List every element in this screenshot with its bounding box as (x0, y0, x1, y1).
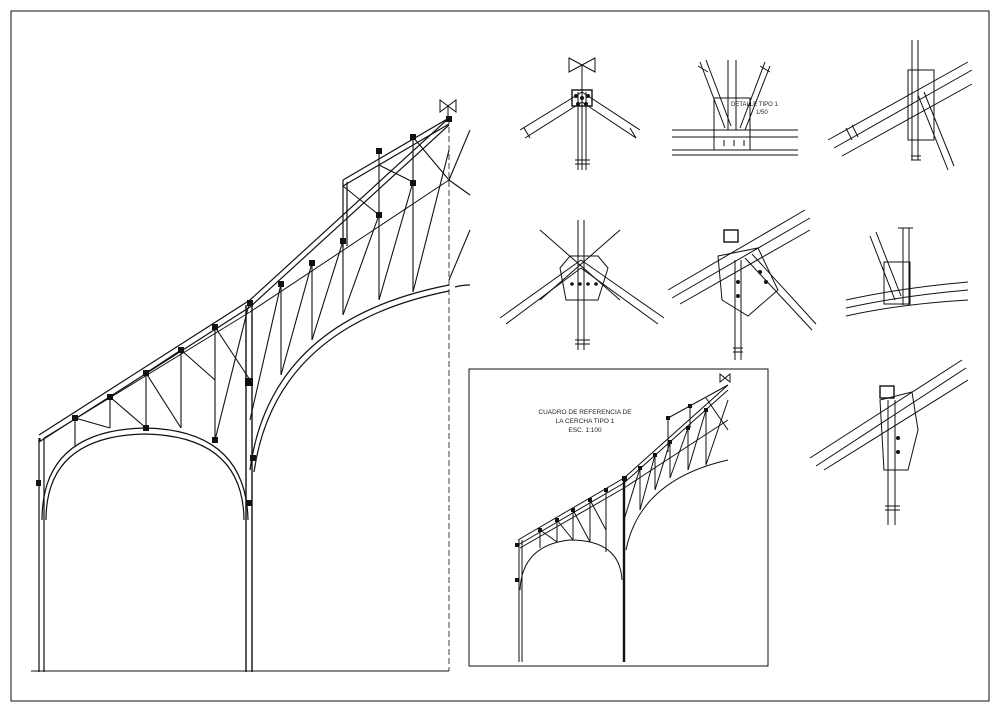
bow-tie-icon (568, 57, 596, 73)
detail-column-head (672, 59, 798, 156)
reference-box: CUADRO DE REFERENCIA DE LA CERCHA TIPO 1… (468, 368, 769, 667)
gusset-plates (36, 116, 452, 506)
detail-ridge-apex (519, 57, 641, 170)
detail-cross-joint (499, 220, 665, 350)
truss-web (74, 129, 471, 446)
reference-title-line1: CUADRO DE REFERENCIA DE (538, 409, 632, 416)
reference-truss (517, 372, 731, 662)
reference-title-line2: LA CERCHA TIPO 1 (556, 418, 615, 425)
main-truss-elevation (31, 99, 471, 672)
upper-step (342, 117, 450, 248)
arch-right (249, 284, 471, 473)
detail-chord-joint-top (827, 40, 973, 171)
apex-bow-tie-icon (439, 99, 457, 118)
column-middle (245, 305, 253, 672)
detail-knee-joint (667, 209, 817, 360)
reference-gussets (515, 404, 708, 582)
column-left (38, 438, 45, 672)
reference-scale: ESC. 1:100 (568, 427, 602, 434)
sheet-border (10, 10, 990, 702)
detail-arch-joint (845, 227, 969, 317)
detail-column-base (809, 359, 969, 525)
detail-label-scale: 1/50 (756, 110, 768, 116)
detail-label-title: DETALLE TIPO 1 (731, 102, 778, 108)
